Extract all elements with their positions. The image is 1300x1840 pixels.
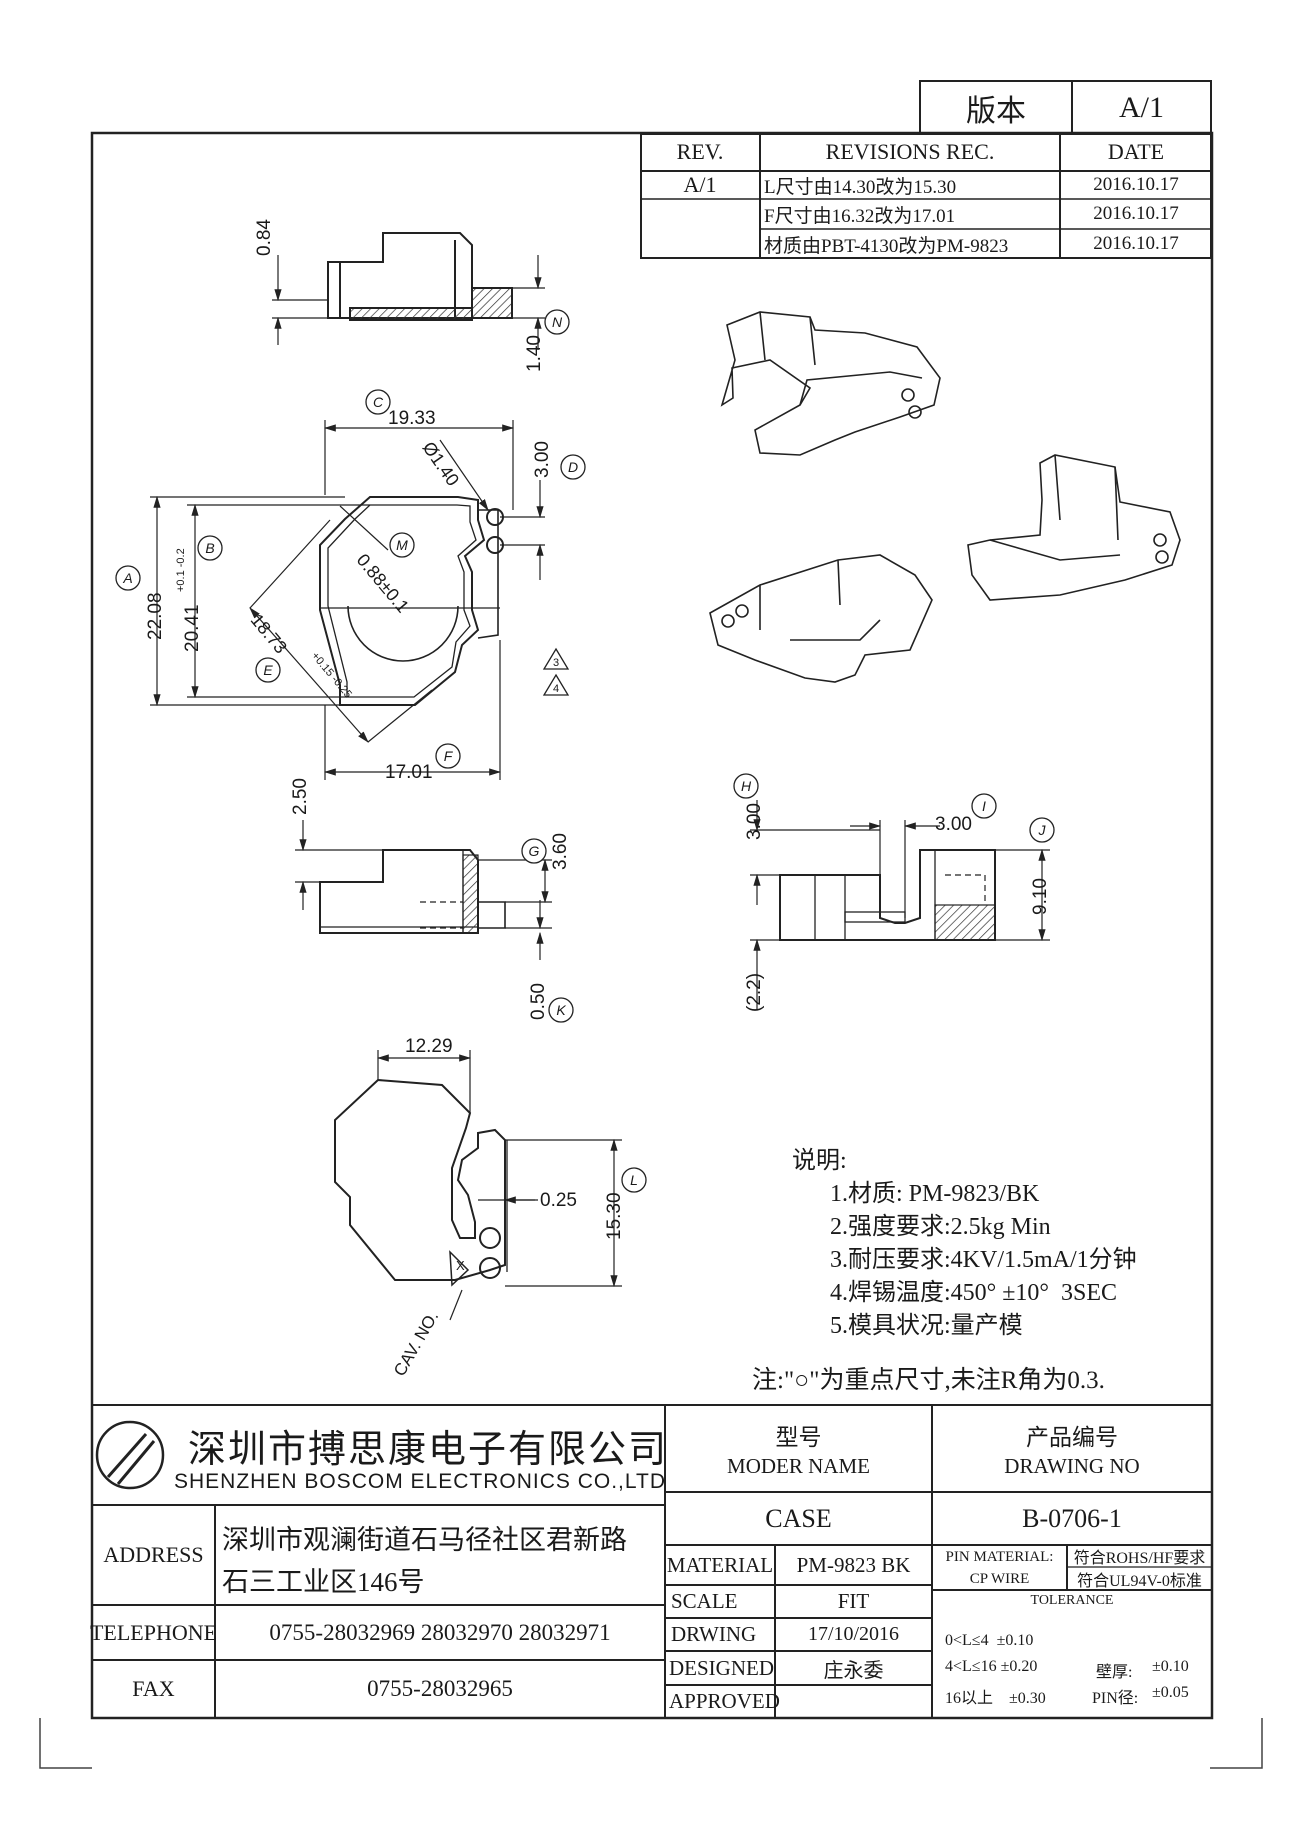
version-label: 版本 xyxy=(921,82,1073,133)
balloon-E: E xyxy=(263,662,273,678)
key-dimension-triangles xyxy=(542,647,570,696)
company-name-en: SHENZHEN BOSCOM ELECTRONICS CO.,LTD xyxy=(174,1470,666,1493)
balloon-I: I xyxy=(982,798,986,814)
balloon-K: K xyxy=(556,1002,566,1018)
bottom-view xyxy=(334,1078,508,1287)
telephone-label: TELEPHONE xyxy=(89,1619,218,1645)
balloon-D: D xyxy=(567,459,579,475)
material-label: MATERIAL xyxy=(666,1552,774,1577)
balloon-N: N xyxy=(551,314,563,330)
telephone-value: 0755-28032969 28032970 28032971 xyxy=(269,1619,611,1645)
dim-12.29: 12.29 xyxy=(405,1036,453,1057)
dim-17.01: 17.01 xyxy=(385,762,433,783)
balloon-L: L xyxy=(630,1172,638,1188)
footnote: 注:"○"为重点尺寸,未注R角为0.3. xyxy=(752,1367,1105,1394)
triangle-3-label: 3 xyxy=(552,657,560,669)
wall-thickness-value: ±0.10 xyxy=(1152,1658,1189,1675)
address-label: ADDRESS xyxy=(103,1542,204,1567)
wall-thickness-label: 壁厚: xyxy=(1096,1664,1133,1681)
cavity-x-mark: X xyxy=(456,1258,465,1273)
revisions-grid xyxy=(640,133,1212,259)
note-item-1: 1.材质: PM-9823/BK xyxy=(830,1181,1040,1207)
triangle-4-label: 4 xyxy=(552,683,560,695)
front-view xyxy=(319,849,506,934)
notes-title: 说明: xyxy=(792,1148,847,1174)
drawing-date-label: DRWING xyxy=(671,1622,757,1646)
dim-19.33: 19.33 xyxy=(388,408,436,429)
revision-row-2-rec: F尺寸由16.32改为17.01 xyxy=(764,205,956,227)
fax-value: 0755-28032965 xyxy=(367,1676,513,1701)
balloon-J: J xyxy=(1038,822,1046,838)
isometric-view-top xyxy=(720,311,941,456)
revision-row-1-rec: L尺寸由14.30改为15.30 xyxy=(764,176,957,198)
note-item-2: 2.强度要求:2.5kg Min xyxy=(830,1214,1051,1240)
rohs-compliance: 符合ROHS/HF要求 xyxy=(1073,1550,1206,1567)
approved-label: APPROVED xyxy=(669,1689,780,1713)
balloon-C: C xyxy=(372,394,384,410)
dim-0.25: 0.25 xyxy=(540,1190,577,1211)
note-item-3: 3.耐压要求:4KV/1.5mA/1分钟 xyxy=(830,1247,1137,1273)
tolerance-line-1: 0<L≤4 ±0.10 xyxy=(945,1632,1034,1649)
plan-view-dim-lines xyxy=(150,420,545,780)
designed-value: 庄永委 xyxy=(823,1659,884,1682)
isometric-view-left xyxy=(709,554,933,683)
revision-row-3-date: 2016.10.17 xyxy=(1093,233,1179,254)
pin-diameter-value: ±0.05 xyxy=(1152,1684,1189,1701)
balloons xyxy=(115,309,1055,1193)
rev-value: A/1 xyxy=(683,172,717,197)
scale-value: FIT xyxy=(837,1589,870,1613)
note-item-5: 5.模具状况:量产模 xyxy=(830,1313,1023,1339)
tolerance-line-2: 4<L≤16 ±0.20 xyxy=(945,1658,1038,1675)
revisions-rec-header: REVISIONS REC. xyxy=(825,139,995,164)
balloon-G: G xyxy=(528,843,540,859)
drawing-no-cn: 产品编号 xyxy=(1026,1425,1118,1450)
drawing-date-value: 17/10/2016 xyxy=(807,1623,900,1645)
top-section-view xyxy=(327,232,513,321)
isometric-view-right xyxy=(967,454,1181,601)
version-value: A/1 xyxy=(1119,90,1164,124)
version-box: 版本 A/1 xyxy=(919,80,1212,133)
model-value: CASE xyxy=(765,1503,832,1533)
note-item-4: 4.焊锡温度:450° ±10° 3SEC xyxy=(830,1280,1118,1306)
pin-material-label: PIN MATERIAL: xyxy=(945,1548,1054,1565)
tolerance-line-3: 16以上 ±0.30 xyxy=(945,1690,1046,1707)
balloon-A: A xyxy=(123,570,133,586)
material-value: PM-9823 BK xyxy=(796,1552,911,1577)
tolerance-label: TOLERANCE xyxy=(1030,1593,1114,1608)
scale-label: SCALE xyxy=(671,1589,738,1613)
model-name-cn: 型号 xyxy=(775,1425,822,1450)
model-name-en: MODER NAME xyxy=(727,1453,870,1478)
top-view-dim-lines xyxy=(272,255,545,350)
company-name-cn: 深圳市搏思康电子有限公司 xyxy=(188,1429,669,1471)
balloon-M: M xyxy=(396,537,408,553)
fax-label: FAX xyxy=(132,1676,175,1701)
revision-row-3-rec: 材质由PBT-4130改为PM-9823 xyxy=(764,235,1009,257)
designed-label: DESIGNED xyxy=(669,1655,774,1680)
revisions-table: REV. REVISIONS REC. DATE A/1 L尺寸由14.30改为… xyxy=(640,133,1212,259)
revision-row-1-date: 2016.10.17 xyxy=(1093,174,1179,195)
address-line-2: 石三工业区146号 xyxy=(222,1567,425,1597)
address-line-1: 深圳市观澜街道石马径社区君新路 xyxy=(222,1525,627,1555)
balloon-F: F xyxy=(443,748,453,764)
drawing-no-value: B-0706-1 xyxy=(1022,1503,1122,1533)
company-logo xyxy=(95,1420,165,1490)
date-header: DATE xyxy=(1107,139,1165,164)
dim-3.00-slot: 3.00 xyxy=(935,814,972,835)
revision-row-2-date: 2016.10.17 xyxy=(1093,203,1179,224)
bottom-view-dim-lines xyxy=(376,1050,622,1321)
pin-material-value: CP WIRE xyxy=(969,1570,1030,1587)
drawing-no-en: DRAWING NO xyxy=(1004,1453,1140,1478)
side-view xyxy=(779,849,996,941)
balloon-B: B xyxy=(205,540,215,556)
rev-header: REV. xyxy=(676,139,724,164)
balloon-H: H xyxy=(740,778,752,794)
ul-compliance: 符合UL94V-0标准 xyxy=(1077,1572,1202,1590)
pin-diameter-label: PIN径: xyxy=(1092,1690,1139,1707)
side-view-dim-lines xyxy=(750,800,1050,1010)
